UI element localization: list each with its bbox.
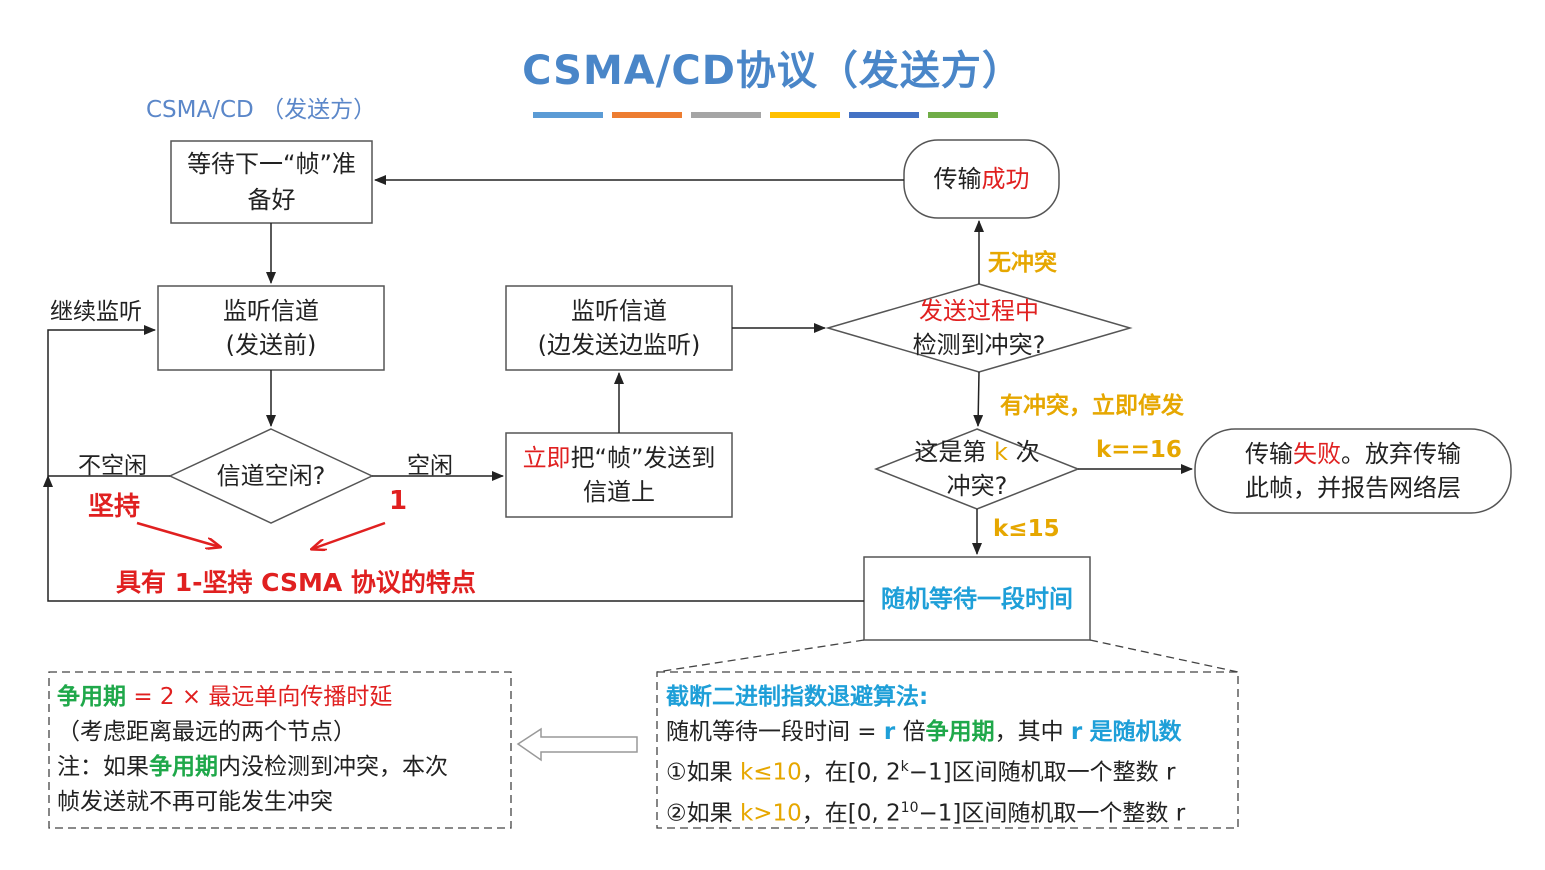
listen-during-label: 监听信道 (边发送边监听) — [537, 297, 701, 359]
title-stripe — [770, 112, 840, 118]
listen-before-label: 监听信道 (发送前) — [223, 297, 319, 359]
one-annotation: 1 — [389, 486, 408, 516]
title-stripe — [691, 112, 761, 118]
left-note: 争用期 = 2 × 最远单向传播时延 （考虑距离最远的两个节点） 注：如果争用期… — [57, 684, 448, 815]
fail-box — [1194, 428, 1512, 514]
title-stripe — [928, 112, 998, 118]
right-note-box — [656, 671, 1239, 829]
page-title: CSMA/CD协议（发送方） — [522, 48, 1023, 94]
hollow-left-arrow — [516, 727, 638, 762]
wait-next-label: 等待下一“帧”准备好 — [187, 150, 356, 214]
idle-label: 空闲 — [407, 453, 453, 479]
idle-question-label: 信道空闲? — [216, 462, 326, 490]
kth-collision-label: 这是第 k 次 冲突? — [914, 438, 1040, 500]
right-note: 截断二进制指数退避算法: 随机等待一段时间 = r 倍争用期，其中 r 是随机数… — [666, 684, 1186, 827]
fail-label: 传输失败。放弃传输 此帧，并报告网络层 — [1245, 440, 1461, 502]
title-stripe — [533, 112, 603, 118]
title-stripe — [849, 112, 919, 118]
collision-stop-label: 有冲突，立即停发 — [1000, 393, 1184, 419]
send-box — [505, 432, 733, 518]
send-frame-label: 立即把“帧”发送到 信道上 — [522, 444, 716, 506]
continue-listen-label: 继续监听 — [50, 299, 142, 325]
title-stripe — [612, 112, 682, 118]
k15-label: k≤15 — [993, 516, 1060, 542]
left-note-box — [48, 671, 512, 829]
collision-question-label: 发送过程中 检测到冲突? — [912, 297, 1046, 359]
subtitle: CSMA/CD （发送方） — [146, 97, 377, 123]
random-wait-box — [863, 556, 1091, 641]
k16-label: k==16 — [1096, 437, 1182, 463]
listen-during-box — [505, 285, 733, 371]
listen-before-box — [157, 285, 385, 371]
busy-label: 不空闲 — [78, 453, 147, 479]
wait-next-box — [170, 140, 373, 224]
idle-diamond — [168, 428, 374, 524]
feature-annotation: 具有 1-坚持 CSMA 协议的特点 — [116, 568, 476, 597]
success-box — [903, 139, 1060, 219]
no-collision-label: 无冲突 — [988, 250, 1057, 276]
success-label: 传输成功 — [933, 165, 1030, 193]
random-wait-label: 随机等待一段时间 — [881, 584, 1073, 613]
persist-annotation: 坚持 — [88, 492, 141, 522]
